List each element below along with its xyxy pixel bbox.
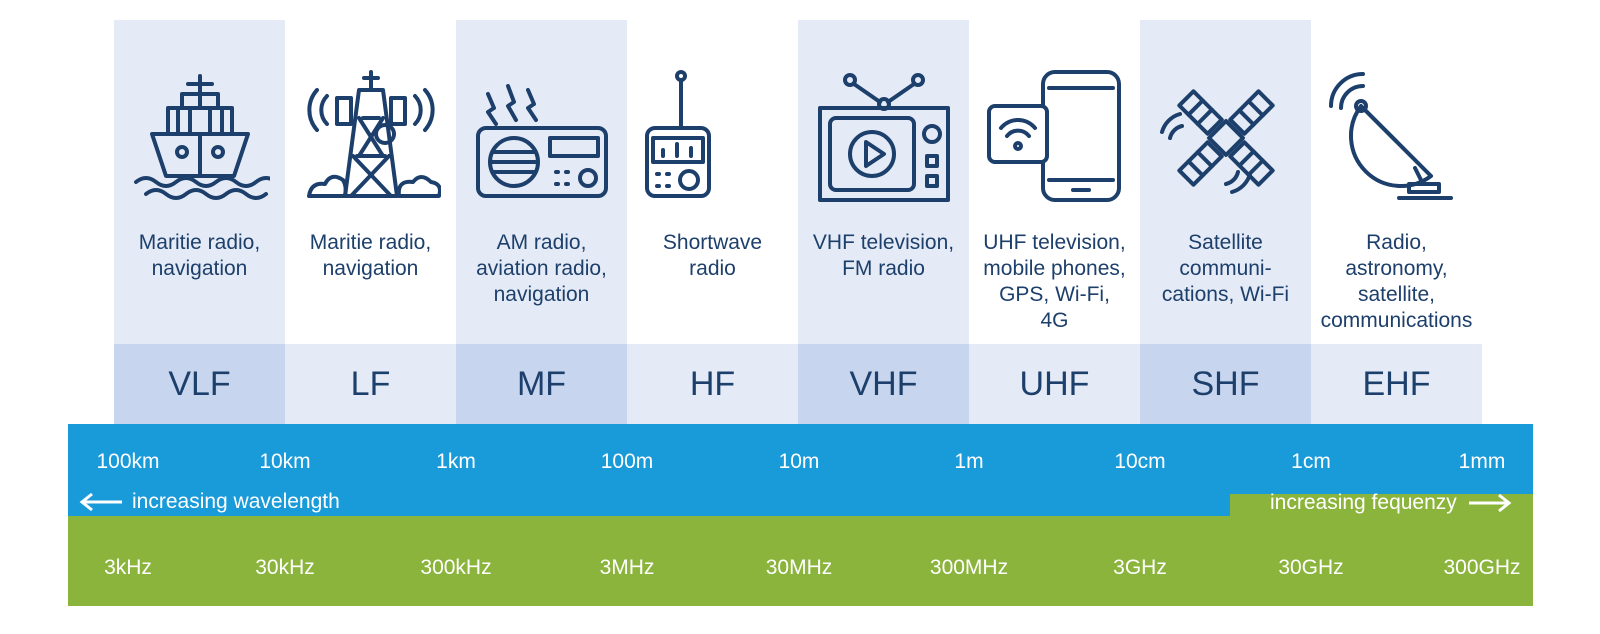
wavelength-tick-label: 1cm xyxy=(1291,450,1331,473)
band-description: VHF television, FM radio xyxy=(798,230,969,282)
band-description-line: radio xyxy=(689,257,736,280)
band-description-line: Maritie radio, xyxy=(138,231,261,254)
band-description-line: mobile phones, xyxy=(983,257,1126,280)
band-column-vhf: VHF television, FM radio xyxy=(798,20,969,344)
band-description: Shortwave radio xyxy=(627,230,798,282)
band-label: UHF xyxy=(969,344,1140,424)
band-label: MF xyxy=(456,344,627,424)
band-description-line: astronomy, xyxy=(1345,257,1448,280)
band-description-line: UHF television, xyxy=(983,231,1126,254)
wavelength-tick-label: 100km xyxy=(96,450,160,473)
radio-receiver-icon xyxy=(456,68,627,228)
band-description: Maritie radio, navigation xyxy=(285,230,456,282)
frequency-tick-label: 3MHz xyxy=(599,556,655,579)
band-description: AM radio, aviation radio, navigation xyxy=(456,230,627,308)
band-label: VHF xyxy=(798,344,969,424)
band-column-vlf: Maritie radio, navigation xyxy=(114,20,285,344)
band-description-line: AM radio, xyxy=(496,231,587,254)
band-description: Satellite communi-cations, Wi-Fi xyxy=(1140,230,1311,308)
band-description-line: aviation radio, xyxy=(476,257,607,280)
frequency-tick-label: 300GHz xyxy=(1443,556,1521,579)
band-label: HF xyxy=(627,344,798,424)
arrow-right-icon xyxy=(1468,493,1512,513)
frequency-tick-label: 3GHz xyxy=(1113,556,1167,579)
wavelength-direction-label: increasing wavelength xyxy=(132,490,340,513)
frequency-tick-label: 3kHz xyxy=(104,556,152,579)
wavelength-tick-label: 1km xyxy=(436,450,476,473)
band-column-shf: Satellite communi-cations, Wi-Fi xyxy=(1140,20,1311,344)
band-column-ehf: Radio, astronomy, satellite, communications xyxy=(1311,20,1482,344)
band-description-line: Shortwave xyxy=(662,231,763,254)
frequency-tick-label: 30kHz xyxy=(255,556,315,579)
frequency-tick-label: 30MHz xyxy=(765,556,833,579)
wavelength-direction: increasing wavelength xyxy=(78,490,340,514)
smartphone-wifi-icon xyxy=(969,68,1140,228)
band-label: EHF xyxy=(1311,344,1482,424)
band-description-line: FM radio xyxy=(842,257,925,280)
television-icon xyxy=(798,68,969,228)
band-column-hf: Shortwave radio xyxy=(627,20,798,344)
frequency-scale-step xyxy=(372,516,1230,536)
band-description: Maritie radio, navigation xyxy=(114,230,285,282)
frequency-direction: increasing fequenzy xyxy=(1270,491,1513,515)
frequency-tick-label: 30GHz xyxy=(1278,556,1344,579)
band-label: SHF xyxy=(1140,344,1311,424)
band-label: VLF xyxy=(114,344,285,424)
frequency-scale-raised xyxy=(1230,494,1533,536)
ship-icon xyxy=(114,68,285,228)
band-description-line: navigation xyxy=(493,283,590,306)
frequency-tick-label: 300kHz xyxy=(420,556,492,579)
radio-antenna-icon xyxy=(627,68,798,228)
band-description-line: cations, Wi-Fi xyxy=(1161,283,1290,306)
band-description: Radio, astronomy, satellite, communications xyxy=(1311,230,1482,334)
radio-tower-icon xyxy=(285,68,456,228)
frequency-direction-label: increasing fequenzy xyxy=(1270,491,1457,514)
satellite-dish-icon xyxy=(1311,68,1482,228)
band-column-lf: Maritie radio, navigation xyxy=(285,20,456,344)
band-description-line: communi- xyxy=(1179,257,1272,280)
band-description-line: communications xyxy=(1320,309,1473,332)
band-description-line: satellite, xyxy=(1357,283,1436,306)
frequency-tick-label: 300MHz xyxy=(929,556,1009,579)
band-column-mf: AM radio, aviation radio, navigation xyxy=(456,20,627,344)
band-column-uhf: UHF television, mobile phones, GPS, Wi-Fi,… xyxy=(969,20,1140,344)
band-description: UHF television, mobile phones, GPS, Wi-Fi,… xyxy=(969,230,1140,334)
band-description-line: Satellite xyxy=(1188,231,1263,254)
band-description-line: Maritie radio, xyxy=(309,231,432,254)
band-description-line: GPS, Wi-Fi, xyxy=(999,283,1110,306)
wavelength-tick-label: 10m xyxy=(778,450,820,473)
wavelength-tick-label: 100m xyxy=(600,450,654,473)
arrow-left-icon xyxy=(79,492,122,512)
wavelength-tick-label: 10cm xyxy=(1114,450,1166,473)
band-description-line: navigation xyxy=(322,257,419,280)
wavelength-tick-label: 1m xyxy=(954,450,984,473)
wavelength-tick-label: 1mm xyxy=(1458,450,1506,473)
band-description-line: 4G xyxy=(1040,309,1069,332)
band-description-line: Radio, xyxy=(1366,231,1427,254)
band-description-line: VHF television, xyxy=(812,231,955,254)
band-description-line: navigation xyxy=(151,257,248,280)
wavelength-tick-label: 10km xyxy=(259,450,311,473)
band-label: LF xyxy=(285,344,456,424)
satellite-icon xyxy=(1140,68,1311,228)
